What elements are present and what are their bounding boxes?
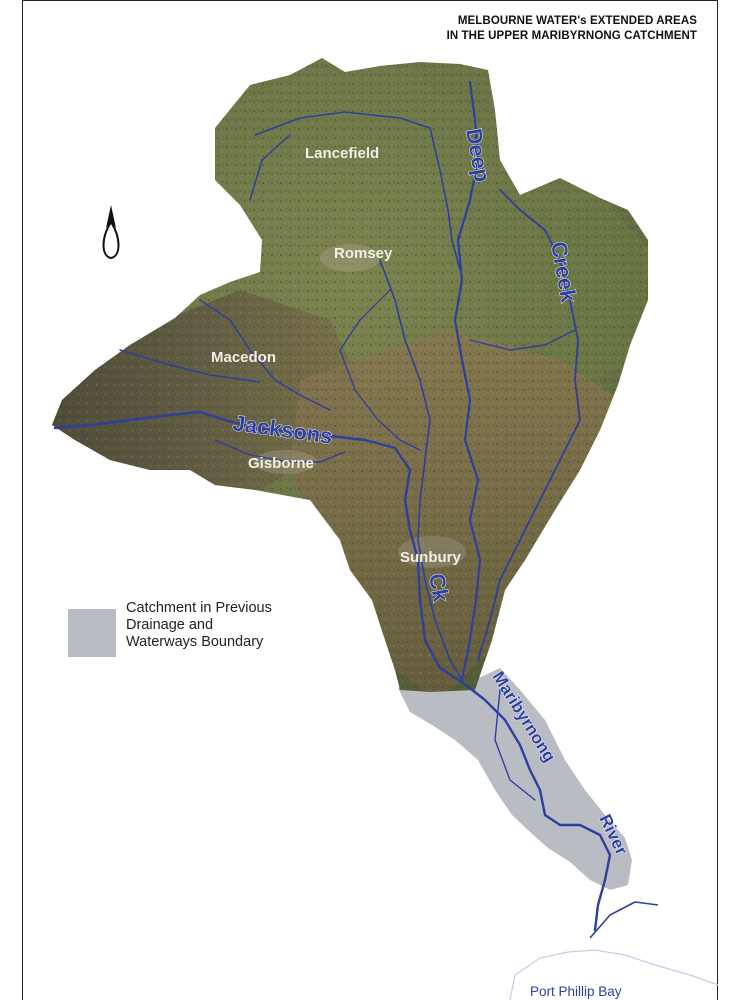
maribyrnong-branch-line <box>494 689 536 801</box>
north-arrow-icon <box>102 205 120 260</box>
bay-shore-outline <box>509 949 719 1000</box>
east-creek-line <box>477 189 581 661</box>
town-label-sunbury: Sunbury <box>400 549 461 566</box>
map-title-line-2: IN THE UPPER MARIBYRNONG CATCHMENT <box>446 30 697 42</box>
bay-label: Port Phillip Bay <box>530 984 622 999</box>
macedon-creek-line <box>199 299 331 411</box>
maribyrnong-river-line <box>460 680 612 932</box>
town-label-lancefield: Lancefield <box>305 145 379 162</box>
romsey-branch-line <box>339 289 421 451</box>
map-title-line-1: MELBOURNE WATER's EXTENDED AREAS <box>457 15 697 27</box>
legend-line-1: Catchment in Previous <box>126 600 272 616</box>
port-phillip-bay <box>509 901 719 1000</box>
north-arrow-base <box>102 220 120 260</box>
legend-line-3: Waterways Boundary <box>126 634 264 650</box>
previous-catchment-area <box>398 668 632 890</box>
north-arrow-shaft <box>106 205 116 228</box>
east-branch-line <box>469 329 576 351</box>
legend-label: Catchment in Previous Drainage and Water… <box>126 600 326 651</box>
map-title: MELBOURNE WATER's EXTENDED AREAS IN THE … <box>447 14 697 44</box>
gisborne-creek-line <box>214 439 346 463</box>
deep-creek-line <box>453 80 482 682</box>
waterway-label-ck: Ck <box>424 572 454 605</box>
town-label-macedon: Macedon <box>211 349 276 366</box>
town-label-romsey: Romsey <box>334 245 393 262</box>
west-creek-line <box>119 349 261 383</box>
legend-swatch-previous-catchment <box>68 609 116 657</box>
jacksons-creek-line <box>53 410 464 684</box>
north-tributary-line <box>254 111 461 271</box>
romsey-creek-line <box>379 259 463 681</box>
lancefield-tributary-line <box>249 134 291 201</box>
town-label-gisborne: Gisborne <box>248 455 314 472</box>
legend-line-2: Drainage and <box>126 617 214 633</box>
bay-coastline <box>589 901 659 939</box>
